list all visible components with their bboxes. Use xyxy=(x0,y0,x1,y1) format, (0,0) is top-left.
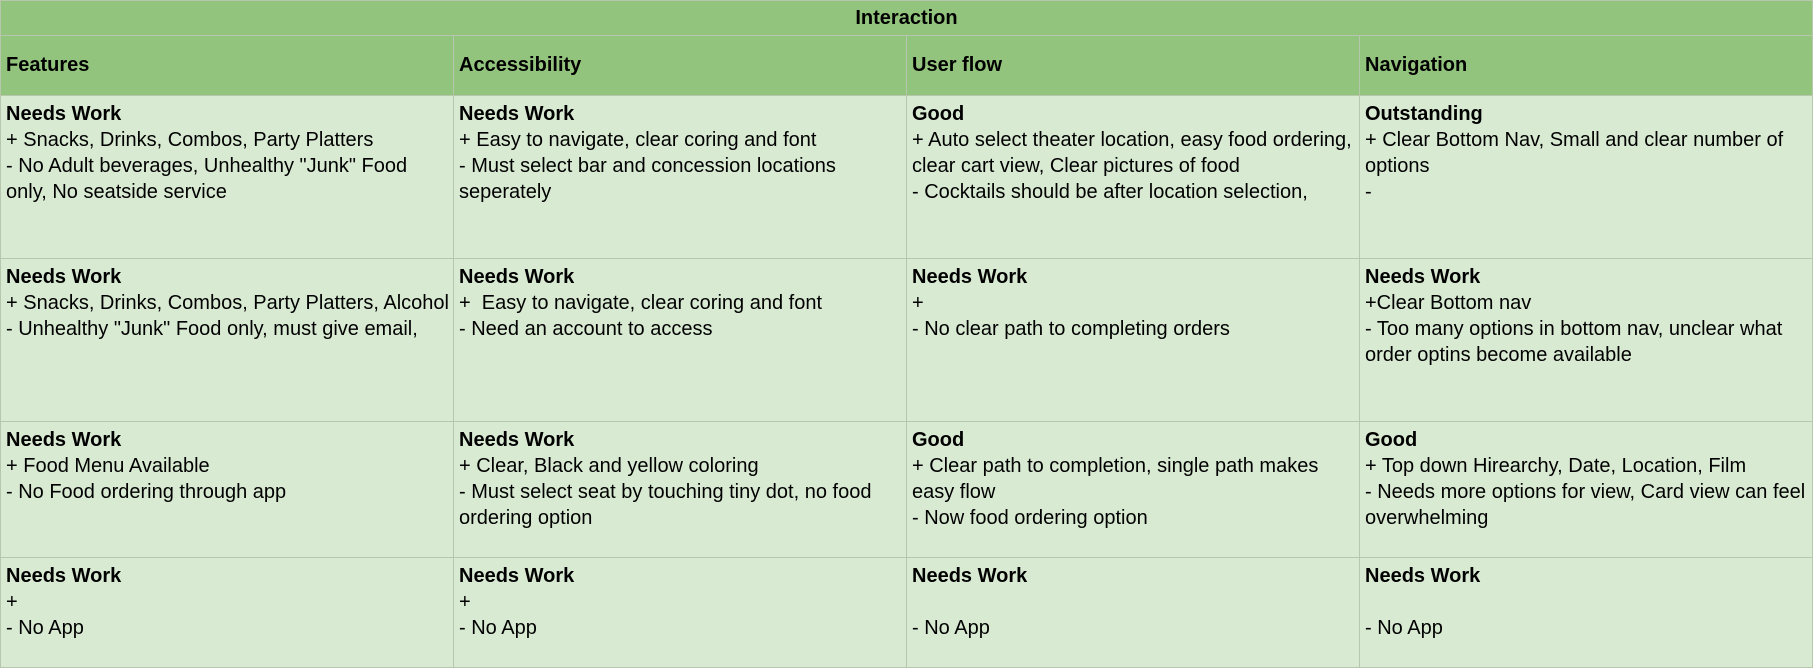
pros-line xyxy=(912,589,1355,615)
pros-line xyxy=(1365,589,1808,615)
column-header-label: Navigation xyxy=(1365,54,1468,76)
cell-r4-navigation[interactable]: Needs Work - No App xyxy=(1359,557,1813,668)
rating-label: Good xyxy=(912,103,965,125)
cell-r1-features[interactable]: Needs Work + Snacks, Drinks, Combos, Part… xyxy=(0,95,454,259)
pros-line: + Clear path to completion, single path … xyxy=(912,455,1324,503)
pros-line: + Food Menu Available xyxy=(6,455,210,477)
pros-line: + Clear Bottom Nav, Small and clear numb… xyxy=(1365,129,1789,177)
rating-label: Good xyxy=(912,429,965,451)
rating-label: Needs Work xyxy=(459,266,575,288)
cons-line: - No App xyxy=(6,617,84,639)
rating-label: Needs Work xyxy=(459,103,575,125)
cell-r3-user-flow[interactable]: Good + Clear path to completion, single p… xyxy=(906,421,1360,558)
cons-line: - No App xyxy=(912,617,990,639)
pros-line: + Snacks, Drinks, Combos, Party Platters… xyxy=(6,292,449,314)
cell-r4-accessibility[interactable]: Needs Work + - No App xyxy=(453,557,907,668)
cons-line: - Need an account to access xyxy=(459,318,713,340)
pros-line: + xyxy=(912,292,924,314)
pros-line: + xyxy=(6,591,18,613)
cons-line: - Too many options in bottom nav, unclea… xyxy=(1365,318,1788,366)
cell-r3-features[interactable]: Needs Work + Food Menu Available - No Food… xyxy=(0,421,454,558)
cell-r4-features[interactable]: Needs Work + - No App xyxy=(0,557,454,668)
column-header-label: Accessibility xyxy=(459,54,582,76)
rating-label: Needs Work xyxy=(459,565,575,587)
cons-line: - Must select bar and concession locatio… xyxy=(459,155,842,203)
pros-line: + Auto select theater location, easy foo… xyxy=(912,129,1358,177)
rating-label: Needs Work xyxy=(1365,565,1481,587)
cons-line: - Cocktails should be after location sel… xyxy=(912,181,1308,203)
rating-label: Needs Work xyxy=(912,565,1028,587)
pros-line: + Clear, Black and yellow coloring xyxy=(459,455,759,477)
cons-line: - No clear path to completing orders xyxy=(912,318,1230,340)
column-header-features[interactable]: Features xyxy=(0,35,454,96)
cell-r2-features[interactable]: Needs Work + Snacks, Drinks, Combos, Part… xyxy=(0,258,454,422)
cell-r2-accessibility[interactable]: Needs Work + Easy to navigate, clear cori… xyxy=(453,258,907,422)
column-header-label: User flow xyxy=(912,54,1003,76)
pros-line: + Snacks, Drinks, Combos, Party Platters xyxy=(6,129,374,151)
cons-line: - Must select seat by touching tiny dot,… xyxy=(459,481,878,529)
rating-label: Good xyxy=(1365,429,1418,451)
column-header-navigation[interactable]: Navigation xyxy=(1359,35,1813,96)
pros-line: + Easy to navigate, clear coring and fon… xyxy=(459,292,822,314)
cell-r1-navigation[interactable]: Outstanding + Clear Bottom Nav, Small and… xyxy=(1359,95,1813,259)
cons-line: - xyxy=(1365,181,1372,203)
column-header-accessibility[interactable]: Accessibility xyxy=(453,35,907,96)
column-header-label: Features xyxy=(6,54,90,76)
cons-line: - Now food ordering option xyxy=(912,507,1148,529)
rating-label: Needs Work xyxy=(912,266,1028,288)
pros-line: + Top down Hirearchy, Date, Location, Fi… xyxy=(1365,455,1747,477)
cell-r1-user-flow[interactable]: Good + Auto select theater location, easy… xyxy=(906,95,1360,259)
cons-line: - No App xyxy=(1365,617,1443,639)
cell-r2-navigation[interactable]: Needs Work +Clear Bottom nav - Too many op… xyxy=(1359,258,1813,422)
cons-line: - Unhealthy "Junk" Food only, must give … xyxy=(6,318,418,340)
pros-line: + Easy to navigate, clear coring and fon… xyxy=(459,129,817,151)
table-title-text: Interaction xyxy=(855,7,958,29)
table-row: Needs Work + Snacks, Drinks, Combos, Part… xyxy=(0,258,1813,422)
rating-label: Outstanding xyxy=(1365,103,1483,125)
table-row: Needs Work + Food Menu Available - No Food… xyxy=(0,421,1813,558)
rating-label: Needs Work xyxy=(6,103,122,125)
rating-label: Needs Work xyxy=(459,429,575,451)
rating-label: Needs Work xyxy=(6,565,122,587)
cons-line: - No Food ordering through app xyxy=(6,481,287,503)
cell-r3-navigation[interactable]: Good + Top down Hirearchy, Date, Location… xyxy=(1359,421,1813,558)
rating-label: Needs Work xyxy=(6,429,122,451)
pros-line: +Clear Bottom nav xyxy=(1365,292,1532,314)
cell-r3-accessibility[interactable]: Needs Work + Clear, Black and yellow colo… xyxy=(453,421,907,558)
pros-line: + xyxy=(459,591,471,613)
cell-r1-accessibility[interactable]: Needs Work + Easy to navigate, clear cori… xyxy=(453,95,907,259)
cons-line: - Needs more options for view, Card view… xyxy=(1365,481,1811,529)
rating-label: Needs Work xyxy=(1365,266,1481,288)
table-title[interactable]: Interaction xyxy=(0,0,1813,36)
cell-r2-user-flow[interactable]: Needs Work + - No clear path to completing… xyxy=(906,258,1360,422)
cons-line: - No Adult beverages, Unhealthy "Junk" F… xyxy=(6,155,413,203)
table-row: Needs Work + Snacks, Drinks, Combos, Part… xyxy=(0,95,1813,259)
column-header-user-flow[interactable]: User flow xyxy=(906,35,1360,96)
cell-r4-user-flow[interactable]: Needs Work - No App xyxy=(906,557,1360,668)
table-row: Needs Work+- No App Needs Work+- No App … xyxy=(0,557,1813,668)
cons-line: - No App xyxy=(459,617,537,639)
rating-label: Needs Work xyxy=(6,266,122,288)
